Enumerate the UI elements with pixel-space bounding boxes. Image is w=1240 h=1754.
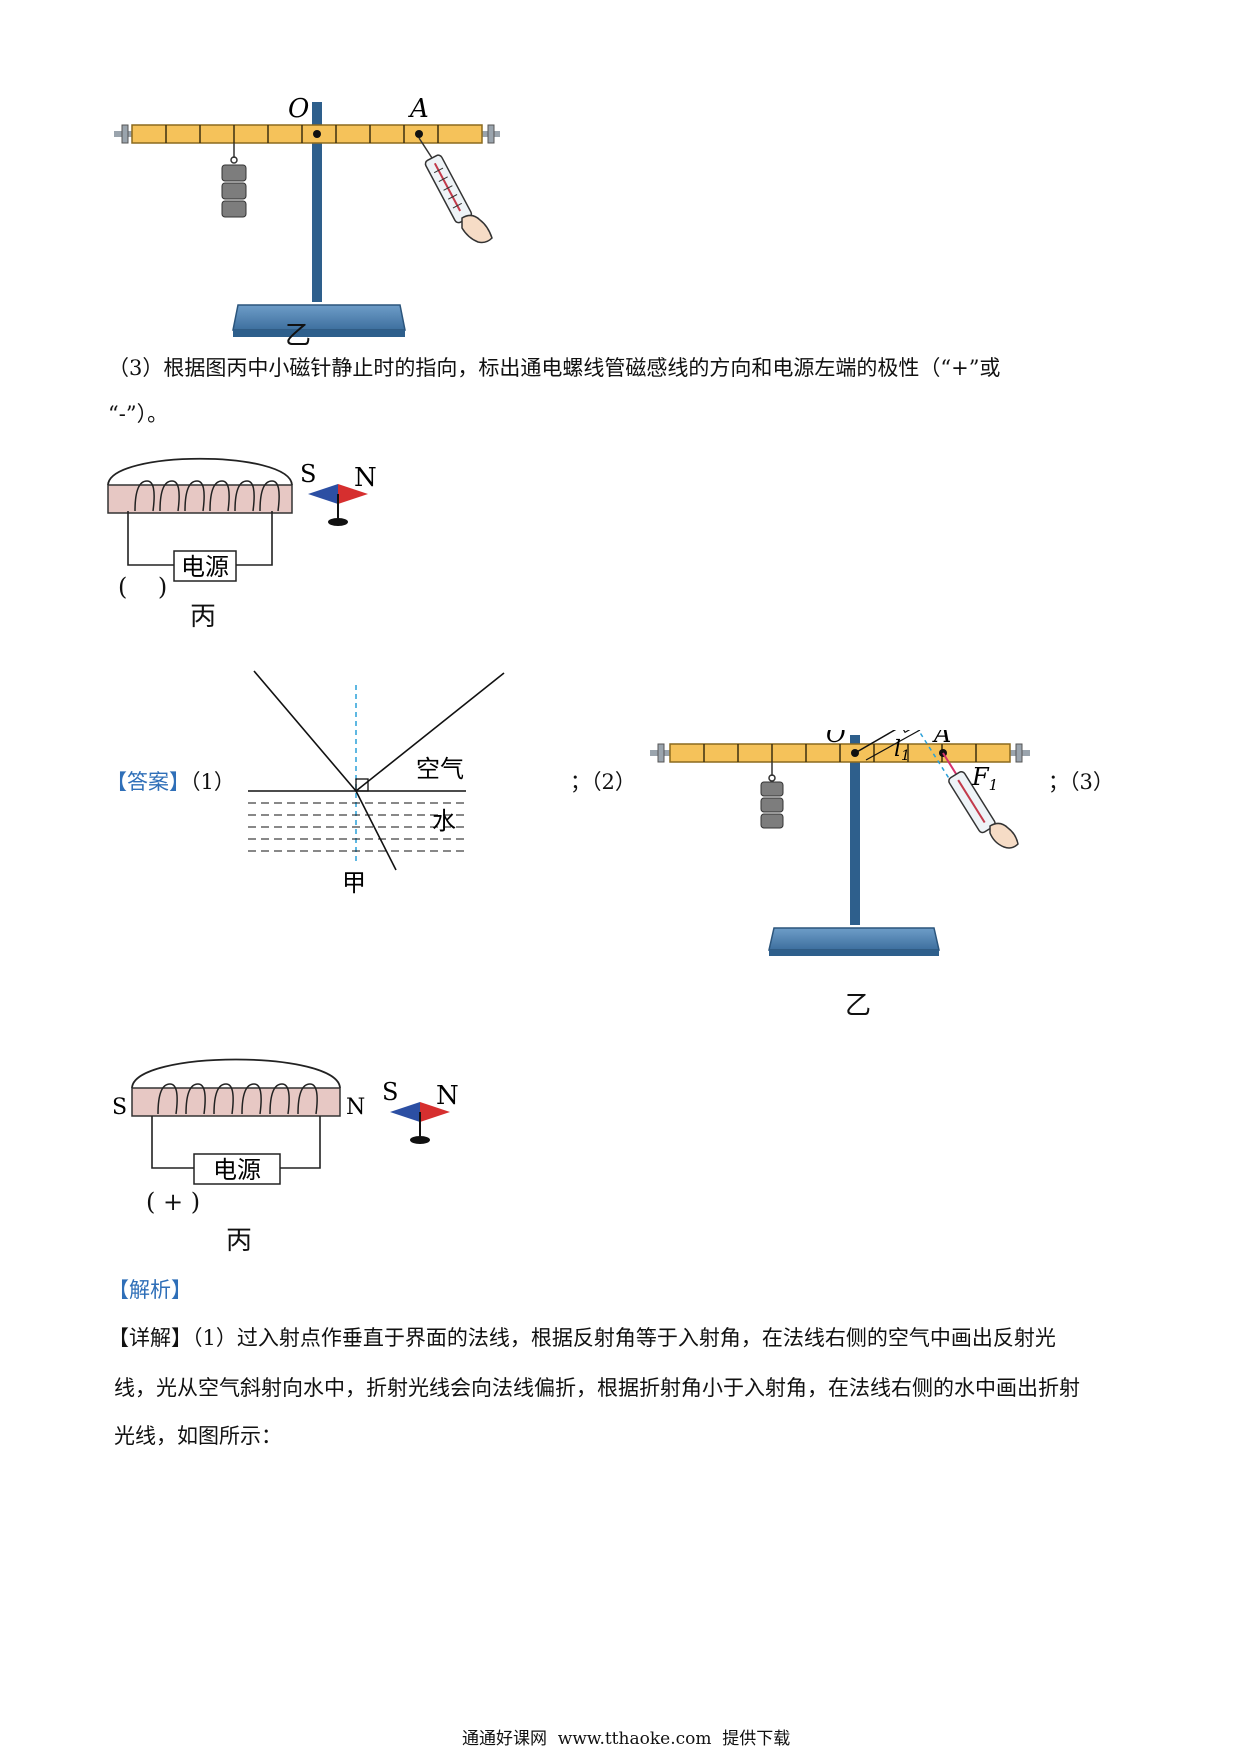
answer-power-label: 电源 <box>213 1156 261 1184</box>
magnetic-loop <box>107 457 293 486</box>
answer-solenoid-caption: 丙 <box>226 1226 253 1256</box>
needle-s-label: S <box>300 462 316 488</box>
force-arm-line <box>854 730 897 754</box>
stand-base <box>232 304 406 331</box>
solenoid-figure: 电源 <box>107 457 293 582</box>
lever-figure: O A <box>114 94 500 337</box>
answer-hand-icon <box>989 822 1019 849</box>
answer-stand-base <box>768 927 940 951</box>
answer-stand-pole <box>850 735 860 925</box>
spring-scale <box>418 137 473 224</box>
point-o-label: O <box>288 94 309 124</box>
point-a-dot <box>415 130 423 138</box>
answer-power-box <box>193 1153 281 1185</box>
solenoid-answer-figure: 电源 S N <box>112 1058 365 1185</box>
bar-end-right <box>482 124 500 144</box>
water-label: 水 <box>432 807 456 835</box>
refraction-caption: 甲 <box>342 869 366 897</box>
hanging-weights <box>221 143 247 218</box>
lever-answer-caption: 乙 <box>845 991 872 1021</box>
answer-magnetic-loop <box>131 1058 341 1089</box>
power-box <box>173 550 237 582</box>
answer-solenoid-core <box>131 1087 341 1117</box>
question3-line2: “-”）。 <box>108 402 169 426</box>
lever-bar <box>131 124 483 144</box>
answer-needle-s-label: S <box>382 1080 398 1106</box>
stand-pole <box>312 102 322 302</box>
left-pole-label: S <box>112 1095 127 1120</box>
analysis-line1: 【详解】（1）过入射点作垂直于界面的法线，根据反射角等于入射角，在法线右侧的空气… <box>108 1326 1056 1350</box>
answer-part2: ；（2） <box>570 770 636 794</box>
solenoid-caption: 丙 <box>190 602 217 632</box>
answer-needle-n-label: N <box>436 1081 459 1111</box>
analysis-line2: 线，光从空气斜射向水中，折射光线会向法线偏折，根据折射角小于入射角，在法线右侧的… <box>114 1376 1080 1400</box>
arm-label: l1 <box>894 737 910 764</box>
right-angle-mark <box>355 778 369 792</box>
needle-n-label: N <box>354 463 377 493</box>
refracted-ray <box>355 790 397 871</box>
pivot-point <box>313 130 321 138</box>
answer-compass-needle: S N <box>382 1080 459 1144</box>
analysis-tag: 【解析】 <box>108 1278 192 1302</box>
point-a-label: A <box>408 94 429 124</box>
answer-part3: ；（3） <box>1048 770 1114 794</box>
lever-answer-figure: O A l1 F1 <box>650 730 1030 956</box>
answer-point-a-label: A <box>932 730 951 748</box>
right-pole-label: N <box>346 1095 365 1120</box>
bar-end-left <box>114 124 132 144</box>
answer-polarity: ( + ) <box>146 1188 201 1216</box>
hand-icon <box>461 214 493 244</box>
power-label: 电源 <box>181 553 229 581</box>
answer-tag: 【答案】（1） <box>106 770 235 794</box>
reflected-ray <box>355 672 505 792</box>
force-label: F1 <box>971 763 998 794</box>
analysis-line3: 光线，如图所示： <box>114 1424 282 1448</box>
question3-line1: （3）根据图丙中小磁针静止时的指向，标出通电螺线管磁感线的方向和电源左端的极性（… <box>108 356 1001 380</box>
force-extension <box>917 730 951 781</box>
answer-point-o-label: O <box>826 730 846 748</box>
lever-caption: 乙 <box>285 321 312 351</box>
page-footer: 通通好课网 www.tthaoke.com 提供下载 <box>462 1729 791 1749</box>
refraction-figure: 空气 水 甲 <box>248 670 505 897</box>
air-label: 空气 <box>416 755 464 783</box>
incident-ray <box>253 670 357 792</box>
compass-needle: S N <box>300 462 377 526</box>
polarity-blank: ( ) <box>118 573 168 601</box>
